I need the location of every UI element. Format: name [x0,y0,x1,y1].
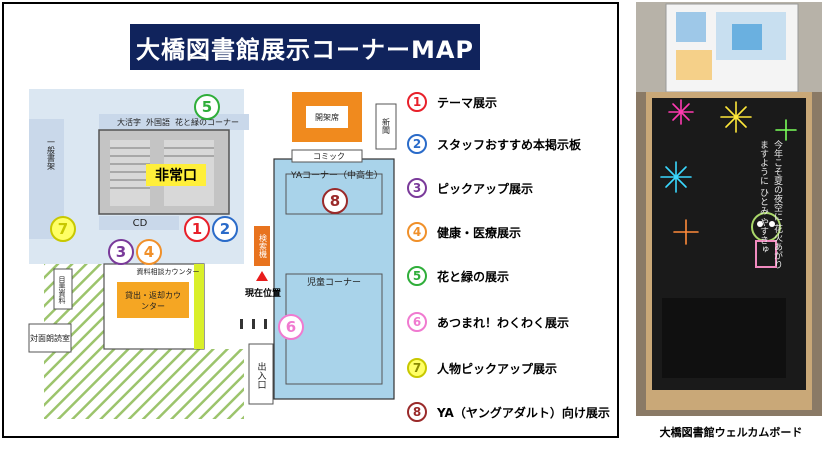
area-gaikoku: 外国語 [146,117,170,127]
area-genzai: 現在位置 [244,288,281,299]
board-line-2: 花火あがりますように [758,140,782,269]
area-hana: 花と緑のコーナー [175,117,239,127]
area-kaikan: 開架席 [315,112,339,122]
map-frame: 大橋図書館展示コーナーMAP [2,2,619,438]
legend-item-6: 6 あつまれ！わくわく展示 [407,310,569,334]
area-hijou: 非常口 [146,164,206,186]
area-shinbun: 新聞 [381,118,391,134]
board-line-1: 今年こそ夏の夜空に [772,140,782,221]
legend-num: 6 [407,312,427,332]
marker-8: 8 [322,188,348,214]
marker-3: 3 [108,239,134,265]
legend-num: 3 [407,178,427,198]
legend-item-8: 8 YA（ヤングアダルト）向け展示 [407,400,610,424]
marker-5: 5 [194,94,220,120]
legend-item-5: 5 花と緑の展示 [407,264,509,288]
marker-6: 6 [278,314,304,340]
area-kashidashi: 貸出・返却カウンター [125,291,181,311]
area-kensaku: 検索機 [258,234,268,258]
legend-item-2: 2 スタッフおすすめ本掲示板 [407,132,581,156]
legend-label: ピックアップ展示 [437,181,534,196]
legend-item-3: 3 ピックアップ展示 [407,176,533,200]
legend-item-7: 7 人物ピックアップ展示 [407,356,557,380]
legend-num: 4 [407,222,427,242]
legend-label: 花と緑の展示 [437,269,510,284]
area-deiriguchi: 出入口 [255,361,266,389]
legend-label: スタッフおすすめ本掲示板 [437,137,582,152]
area-ippan: 一般書架 [46,138,56,170]
marker-1: 1 [184,216,210,242]
board-text: 今年こそ夏の夜空に 花火あがりますように ひとみ やすきゅ [714,140,784,270]
floor-plan [28,89,397,419]
marker-2: 2 [212,216,238,242]
area-cd: CD [132,217,148,229]
legend-label: 人物ピックアップ展示 [437,361,558,376]
legend-label: あつまれ！わくわく展示 [437,315,570,330]
map-title: 大橋図書館展示コーナーMAP [130,24,480,70]
legend-label: テーマ展示 [437,95,498,110]
legend-num: 8 [407,402,427,422]
legend-num: 1 [407,92,427,112]
legend-label: 健康・医療展示 [437,225,522,240]
marker-4: 4 [136,239,162,265]
legend-item-4: 4 健康・医療展示 [407,220,521,244]
legend-num: 5 [407,266,427,286]
legend-num: 7 [407,358,427,378]
area-comic: コミック [313,151,345,161]
area-soudan: 資料相談カウンター [136,268,200,276]
legend-item-1: 1 テーマ展示 [407,90,497,114]
area-ya: YAコーナー（中高生） [291,170,383,181]
area-mokuroku: 目黒資料 [58,276,66,304]
marker-7: 7 [50,216,76,242]
area-jidou: 児童コーナー [306,277,361,288]
easel-board [636,2,822,416]
welcome-board-photo: 今年こそ夏の夜空に 花火あがりますように ひとみ やすきゅ [636,2,822,416]
photo-caption: 大橋図書館ウェルカムボード [659,426,803,439]
legend-label: YA（ヤングアダルト）向け展示 [437,405,610,420]
board-line-3: ひとみ やすきゅ [758,187,768,254]
legend-num: 2 [407,134,427,154]
area-taimen: 対面朗読室 [30,333,70,343]
area-taisen: 大活字 [117,117,141,127]
